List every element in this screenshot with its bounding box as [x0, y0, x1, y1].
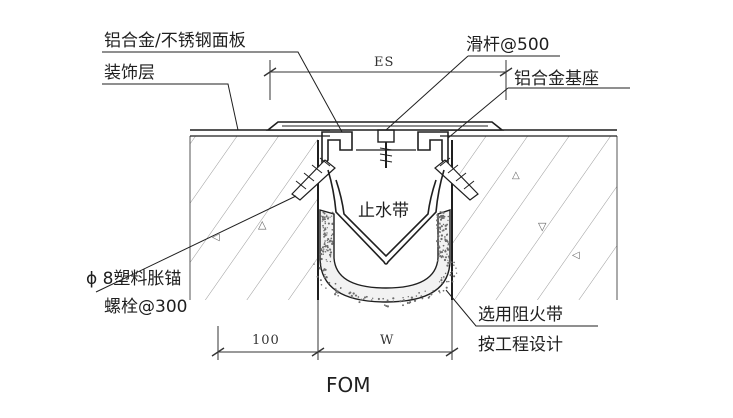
left-wall-section: △ ◁ [189, 136, 319, 300]
anchor-bolt-right [434, 157, 479, 201]
decorative-layer [190, 129, 617, 137]
svg-text:◁: ◁ [212, 232, 220, 243]
fire-barrier [313, 209, 458, 308]
dimension-label-w: W [380, 333, 394, 348]
cover-panel [265, 121, 505, 131]
label-anchor-bolt-1: ϕ 8塑料胀锚 [86, 269, 181, 289]
label-fire-barrier-2: 按工程设计 [478, 335, 563, 355]
right-wall-section: ▽ ◁ △ [451, 136, 618, 300]
waterstop [327, 169, 445, 265]
label-slide-rod: 滑杆@500 [466, 35, 549, 55]
label-panel: 铝合金/不锈钢面板 [104, 31, 246, 51]
label-anchor-bolt-2: 螺栓@300 [104, 297, 187, 317]
dimension-bottom [211, 300, 459, 360]
diagram-caption: FOM [326, 373, 371, 397]
label-aluminum-base: 铝合金基座 [514, 69, 599, 89]
dimension-label-100: 100 [252, 333, 280, 348]
leader-lines [95, 51, 630, 327]
label-fire-barrier-1: 选用阻火带 [478, 305, 563, 325]
dimension-es [263, 60, 513, 100]
svg-text:◁: ◁ [572, 250, 580, 261]
dimension-label-es: ES [374, 55, 394, 70]
anchor-bolt-left [291, 157, 336, 201]
slide-rod [356, 129, 416, 168]
label-decorative-layer: 装饰层 [104, 63, 155, 83]
svg-text:△: △ [258, 218, 267, 231]
label-waterstop: 止水带 [358, 201, 409, 221]
svg-text:▽: ▽ [538, 220, 547, 233]
svg-text:△: △ [512, 170, 520, 181]
